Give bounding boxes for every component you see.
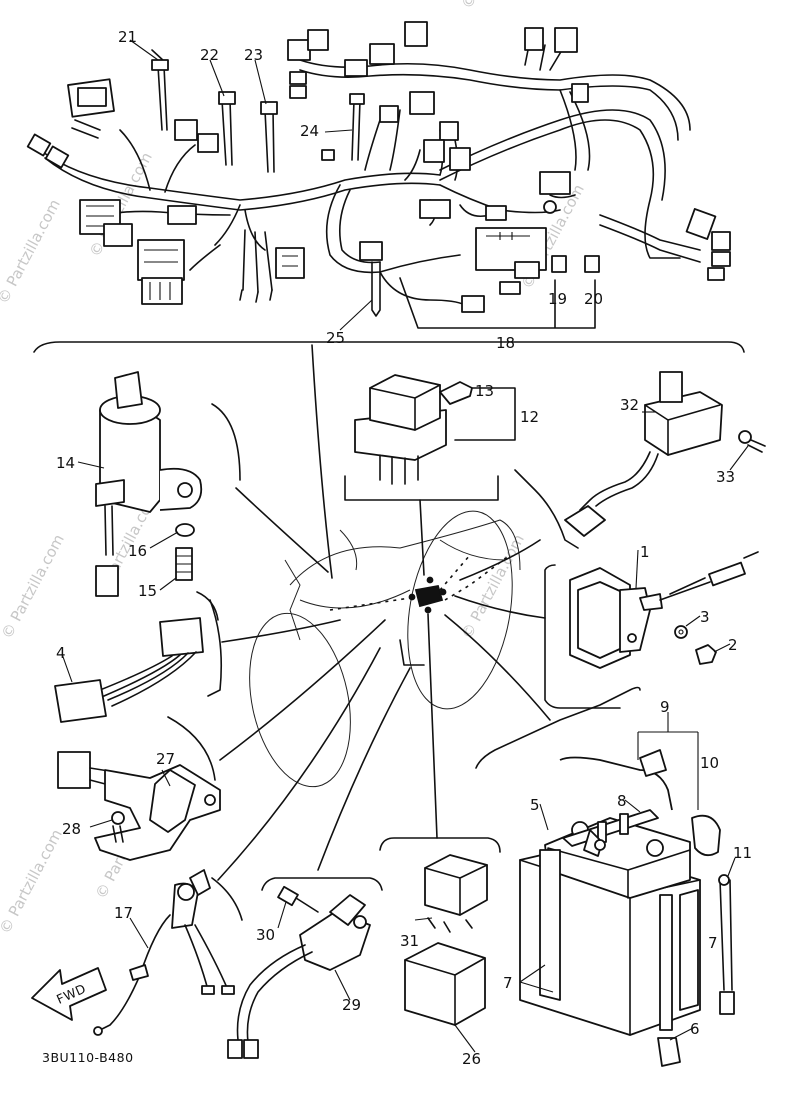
- watermark-text: © Partzilla.com: [0, 826, 66, 937]
- callout-15: 15: [138, 582, 157, 600]
- callout-29: 29: [342, 996, 361, 1014]
- harness-brace: [33, 341, 745, 353]
- relay-31: [379, 837, 501, 933]
- callout-26: 26: [462, 1050, 481, 1068]
- callout-32: 32: [620, 396, 639, 414]
- sensor-32: [514, 371, 766, 549]
- watermark-text: © Partzilla.com: [458, 0, 528, 12]
- callout-1: 1: [640, 543, 650, 561]
- callout-30: 30: [256, 926, 275, 944]
- bracket-27: [57, 716, 221, 861]
- center-connector: [329, 554, 511, 614]
- cable-tie-23: [260, 101, 278, 173]
- watermark-text: © Partzilla.com: [0, 196, 64, 307]
- motorcycle-outline: [249, 510, 521, 788]
- battery-5: [475, 686, 735, 1067]
- watermarks: © Partzilla.com © Partzilla.com © Partzi…: [0, 0, 613, 937]
- callout-23: 23: [244, 46, 263, 64]
- callout-14: 14: [56, 454, 75, 472]
- callout-12: 12: [520, 408, 539, 426]
- callout-7-b: 7: [503, 974, 513, 992]
- callout-16: 16: [128, 542, 147, 560]
- relay-12: [344, 374, 516, 501]
- callout-28: 28: [62, 820, 81, 838]
- callout-19: 19: [548, 290, 567, 308]
- callout-33: 33: [716, 468, 735, 486]
- watermark-text: © Partzilla.com: [0, 531, 68, 642]
- fwd-arrow: FWD: [31, 967, 107, 1021]
- cable-tie-25: [371, 261, 381, 317]
- callout-8: 8: [617, 792, 627, 810]
- callout-6: 6: [690, 1020, 700, 1038]
- callout-24: 24: [300, 122, 319, 140]
- callout-3: 3: [700, 608, 710, 626]
- leader-lines: [217, 344, 551, 881]
- callout-17: 17: [114, 904, 133, 922]
- callout-18: 18: [496, 334, 515, 352]
- main-switch-14: [95, 371, 241, 621]
- relay-1: [544, 551, 759, 709]
- callout-11: 11: [733, 844, 752, 862]
- callout-4: 4: [56, 644, 66, 662]
- callout-leaders: [61, 39, 749, 1053]
- cable-tie-24: [349, 93, 365, 161]
- callout-7: 7: [708, 934, 718, 952]
- switch-29: [227, 877, 383, 1059]
- cable-tie-21: [151, 49, 169, 131]
- relay-26: [404, 942, 486, 1026]
- callout-31: 31: [400, 932, 419, 950]
- callout-20: 20: [584, 290, 603, 308]
- wire-harness-18: [26, 21, 731, 313]
- sensor-17: [93, 869, 243, 1036]
- callout-21: 21: [118, 28, 137, 46]
- cable-tie-22: [218, 91, 236, 166]
- callout-25: 25: [326, 329, 345, 347]
- callout-2: 2: [728, 636, 738, 654]
- callout-10: 10: [700, 754, 719, 772]
- callout-9: 9: [660, 698, 670, 716]
- diagram-code: 3BU110-B480: [42, 1050, 134, 1065]
- callout-labels: 2 3 1 4 5 6 7 7 8 9 10 11 12 13 14 15 16…: [56, 28, 752, 1068]
- callout-27: 27: [156, 750, 175, 768]
- callout-bracket-18: [399, 277, 596, 329]
- sub-harness-4: [54, 599, 222, 723]
- callout-5: 5: [530, 796, 540, 814]
- callout-22: 22: [200, 46, 219, 64]
- callout-13: 13: [475, 382, 494, 400]
